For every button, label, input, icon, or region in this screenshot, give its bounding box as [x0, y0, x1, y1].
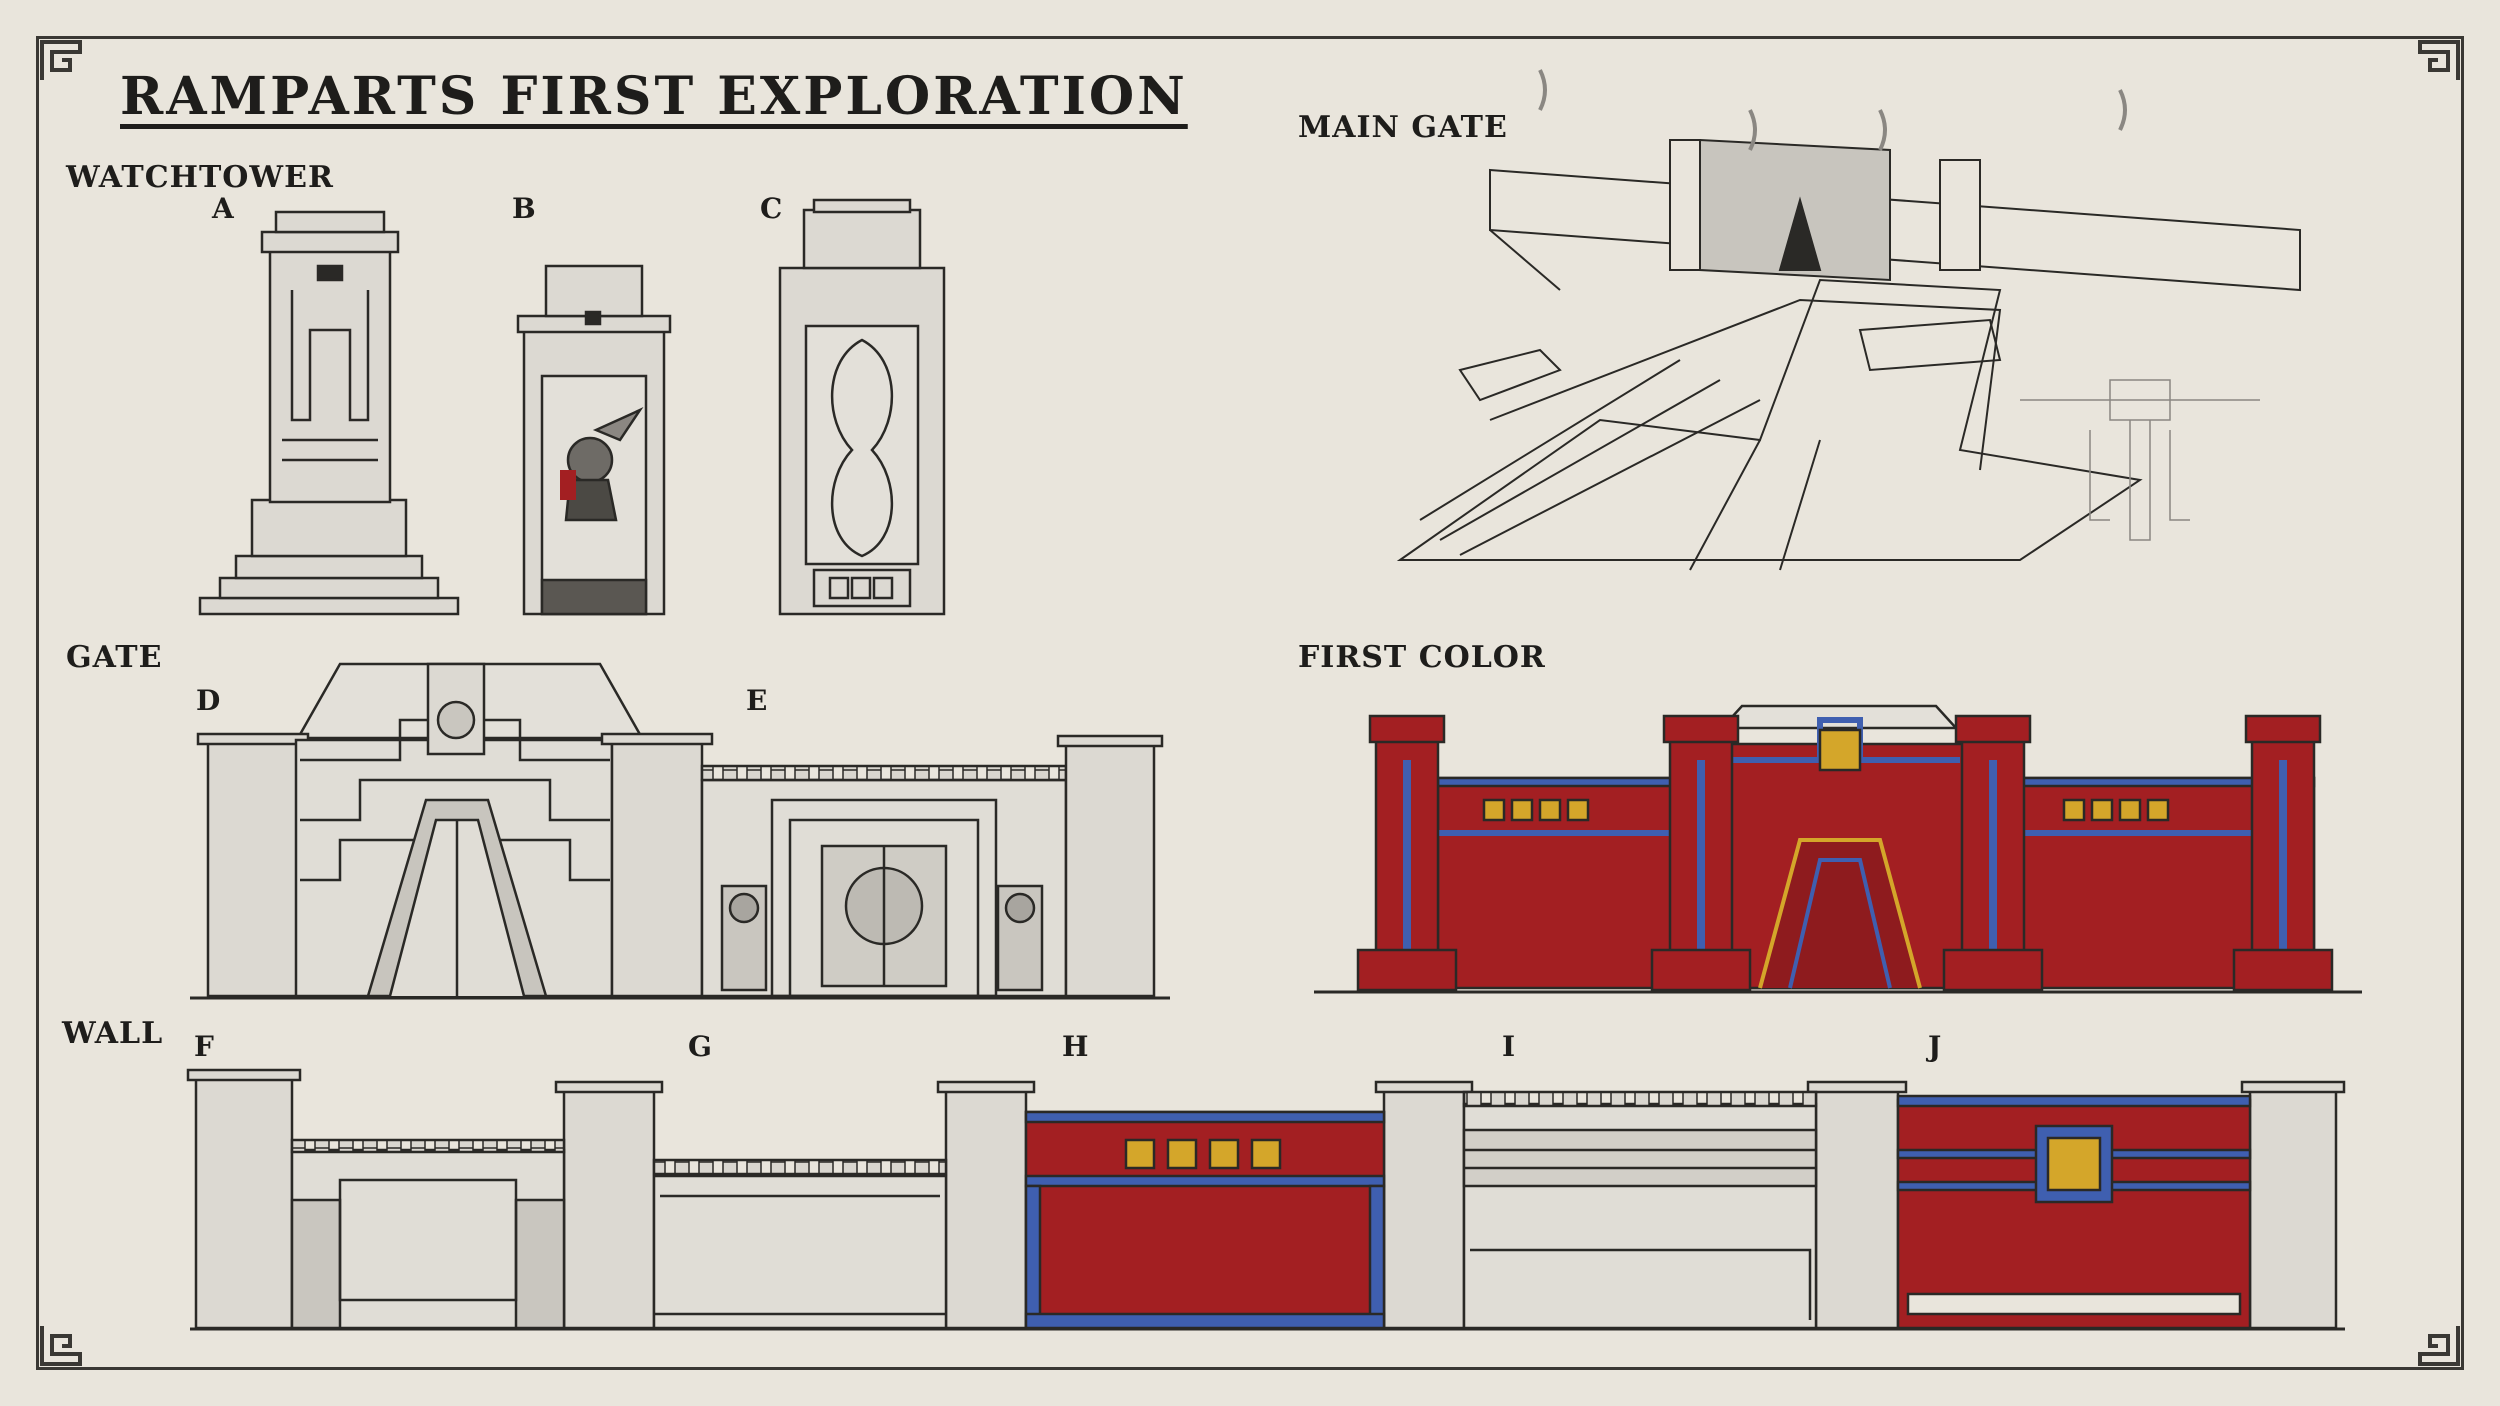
wall-i	[1462, 1090, 1818, 1330]
variant-letter-h: H	[1062, 1030, 1090, 1063]
variant-letter-d: D	[196, 684, 222, 717]
main-gate-sketch	[1396, 69, 2301, 571]
corner-ornament-top-left	[40, 40, 82, 80]
wall-g	[652, 1158, 948, 1330]
wall-h-medallions	[1124, 1138, 1282, 1170]
variant-letter-g: G	[688, 1030, 713, 1063]
sheet-border	[36, 36, 2464, 1370]
red-tower-1	[1356, 714, 1458, 992]
red-tower-4	[2232, 714, 2334, 992]
corner-ornament-top-right	[2418, 40, 2460, 80]
first-color-gate	[1356, 704, 2334, 992]
guardian-statue-left	[720, 884, 768, 992]
wall-f	[290, 1138, 566, 1330]
gate-plan-detail	[2020, 379, 2260, 541]
section-label-wall: WALL	[62, 1016, 164, 1051]
corner-ornament-bottom-right	[2418, 1326, 2460, 1366]
gate-e	[700, 734, 1164, 998]
gate-d	[196, 662, 714, 998]
red-tower-3	[1942, 714, 2044, 992]
variant-letter-i: I	[1502, 1030, 1517, 1063]
watchtower-a	[198, 210, 460, 616]
guardian-statue-right	[996, 884, 1044, 992]
variant-letter-f: F	[194, 1030, 215, 1063]
variant-letter-j: J	[1928, 1030, 1943, 1063]
section-label-first-color: FIRST COLOR	[1298, 640, 1546, 675]
watchtower-c	[778, 198, 946, 616]
warrior-relief	[560, 407, 644, 522]
wall-h	[1024, 1110, 1386, 1330]
gold-medallions-right	[2062, 798, 2170, 822]
red-tower-2	[1650, 714, 1752, 992]
section-label-watchtower: WATCHTOWER	[66, 160, 334, 195]
sheet-title: RAMPARTS FIRST EXPLORATION	[120, 66, 1188, 127]
variant-letter-c: C	[760, 192, 784, 225]
corner-ornament-bottom-left	[40, 1326, 82, 1366]
wall-j	[1896, 1094, 2252, 1330]
wall-row	[186, 1068, 2346, 1330]
section-label-gate: GATE	[66, 640, 163, 675]
variant-letter-b: B	[512, 192, 537, 225]
variant-letter-a: A	[212, 192, 235, 225]
watchtower-b	[516, 264, 672, 616]
section-label-main-gate: MAIN GATE	[1298, 110, 1508, 145]
variant-letter-e: E	[746, 684, 769, 717]
gold-medallions-left	[1482, 798, 1590, 822]
